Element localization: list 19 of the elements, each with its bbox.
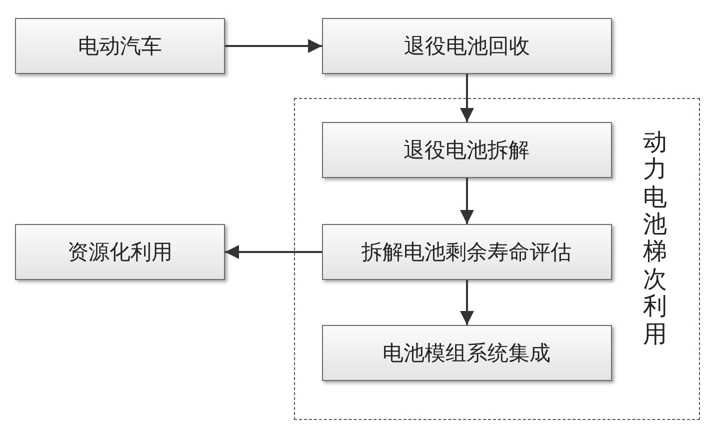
process-box: [15, 224, 225, 280]
node-label: 退役电池回收: [404, 33, 530, 60]
node-label: 退役电池拆解: [404, 136, 530, 164]
node-label: 电池模组系统集成: [382, 340, 550, 366]
node-label: 拆解电池剩余寿命评估: [362, 238, 572, 266]
process-box: [322, 324, 612, 380]
node-label: 资源化利用: [68, 239, 172, 266]
node-label: 电动汽车: [78, 33, 162, 60]
group-label: 动力电池梯次利用: [643, 129, 667, 348]
dashed-group-box: [294, 98, 700, 420]
arrow: [460, 178, 474, 224]
arrow: [225, 245, 322, 259]
arrow: [460, 74, 474, 122]
arrow: [460, 280, 474, 325]
process-box: [322, 224, 612, 280]
arrow: [225, 39, 322, 53]
process-box: [322, 18, 612, 74]
process-box: [15, 18, 225, 74]
process-box: [322, 122, 612, 178]
